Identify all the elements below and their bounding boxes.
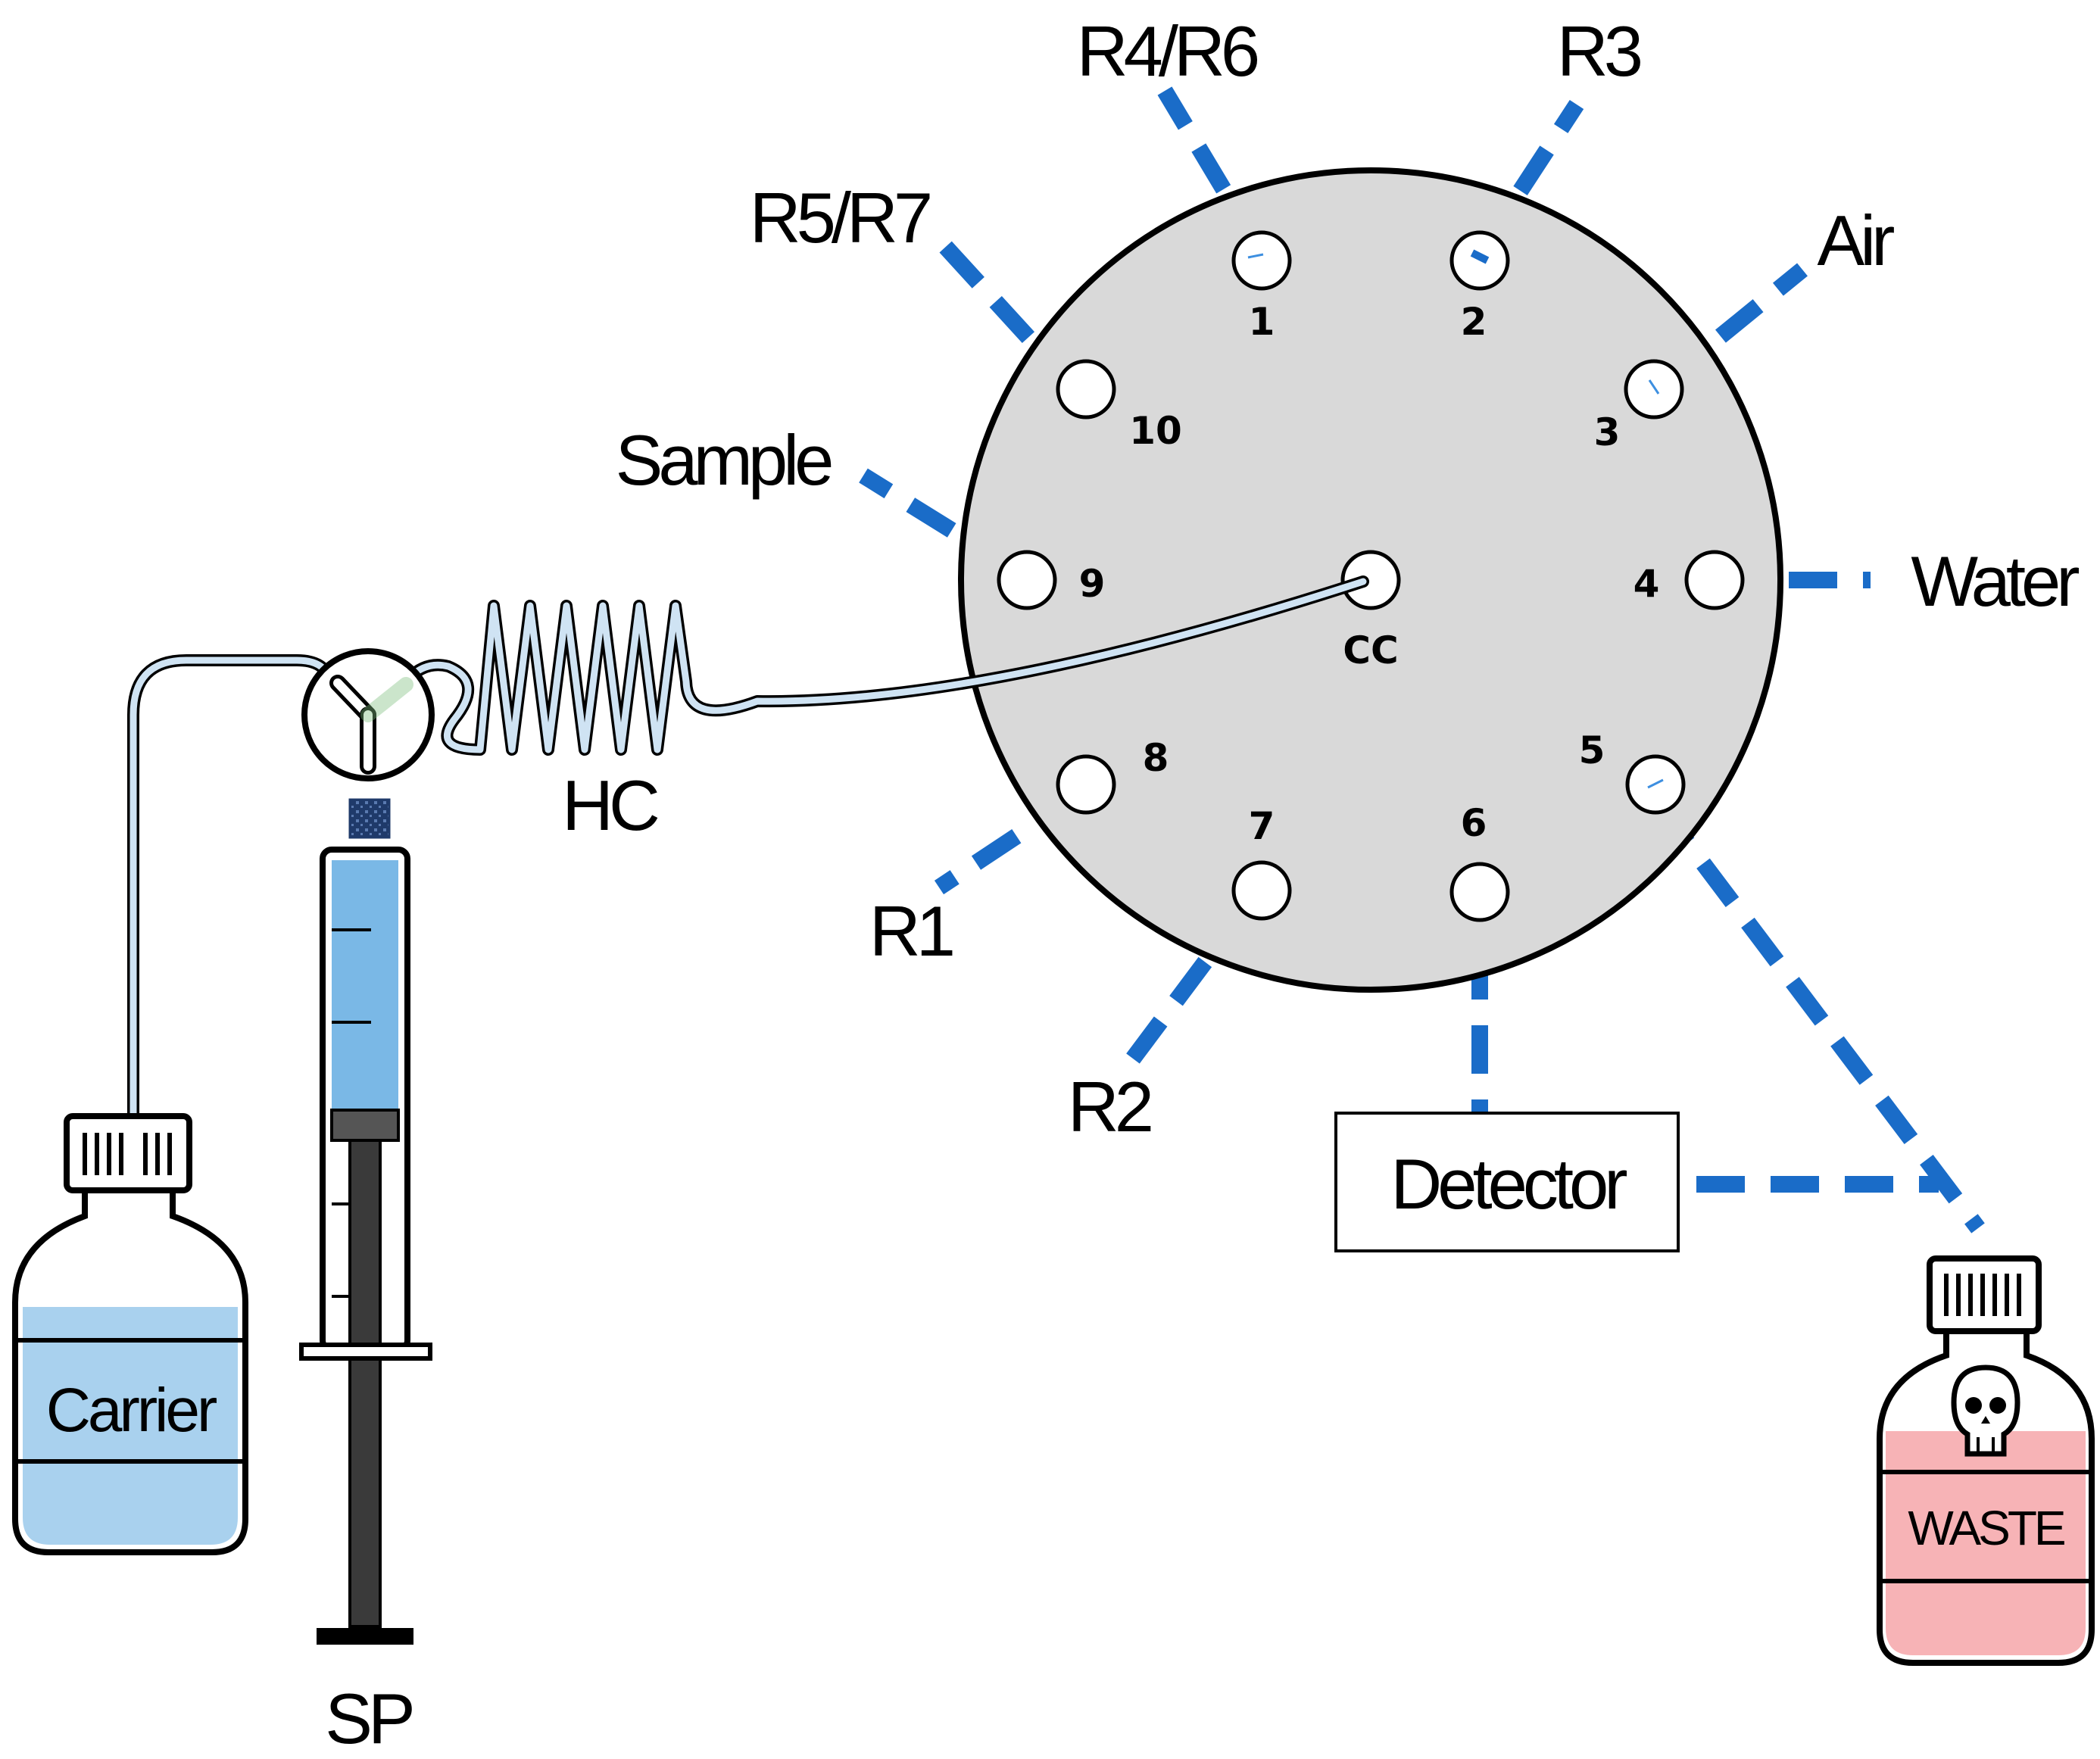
carrier-label: Carrier xyxy=(46,1376,217,1445)
port-2 xyxy=(1449,230,1510,291)
reagent-label-port-2: R3 xyxy=(1557,11,1641,91)
reagent-labels: R4/R6 R3 Air Water R2 R1 Sample R5/R7 xyxy=(616,11,2084,1146)
port-10 xyxy=(1056,359,1116,419)
syringe-liquid xyxy=(332,860,398,1110)
port-8 xyxy=(1056,754,1116,815)
tubing xyxy=(127,575,1369,1389)
waste-label: WASTE xyxy=(1908,1501,2064,1555)
three-way-valve xyxy=(301,648,435,781)
port-number-1: 1 xyxy=(1249,300,1275,344)
port-number-4: 4 xyxy=(1634,562,1660,606)
reagent-label-port-7: R2 xyxy=(1068,1067,1151,1146)
reagent-label-port-10: R5/R7 xyxy=(750,178,930,257)
syringe-pump xyxy=(299,798,432,1645)
waste-liquid xyxy=(1886,1431,2086,1655)
waste-bottle: WASTE xyxy=(1877,1255,2095,1666)
port-number-2: 2 xyxy=(1461,300,1487,344)
reagent-label-port-1: R4/R6 xyxy=(1077,11,1258,91)
center-port-label: CC xyxy=(1343,628,1398,672)
syringe-flange xyxy=(299,1343,432,1361)
port-5 xyxy=(1625,754,1686,815)
central-port xyxy=(1340,550,1401,610)
reagent-label-port-9: Sample xyxy=(616,420,832,500)
syringe-plunger-head xyxy=(330,1109,400,1142)
reagent-label-port-4: Water xyxy=(1911,541,2079,621)
selection-valve: 1 2 3 4 5 6 7 8 9 10 CC xyxy=(958,167,1783,993)
syringe-pump-label: SP xyxy=(325,1679,412,1758)
carrier-liquid xyxy=(23,1307,238,1545)
port-number-6: 6 xyxy=(1461,801,1487,845)
syringe-base xyxy=(317,1628,413,1645)
port-number-3: 3 xyxy=(1594,410,1621,454)
syringe-plunger-rod xyxy=(348,1139,382,1628)
port-number-5: 5 xyxy=(1579,728,1605,772)
port-number-7: 7 xyxy=(1249,804,1275,848)
port-6 xyxy=(1449,862,1510,922)
port-1 xyxy=(1231,230,1292,291)
port-4 xyxy=(1684,550,1745,610)
carrier-bottle: Carrier xyxy=(12,1113,248,1555)
syringe-tip xyxy=(348,798,391,839)
port-number-9: 9 xyxy=(1079,562,1106,606)
port-3 xyxy=(1624,359,1684,419)
port-number-10: 10 xyxy=(1129,409,1182,453)
port-7 xyxy=(1231,860,1292,921)
detector-label: Detector xyxy=(1390,1144,1627,1224)
detector-box xyxy=(1334,1112,1680,1252)
port-number-8: 8 xyxy=(1143,736,1169,780)
line-port-5 xyxy=(1652,799,1985,1233)
skull-icon xyxy=(1951,1364,2020,1457)
detector: Detector xyxy=(1334,1112,1680,1252)
holding-coil-label: HC xyxy=(562,766,658,845)
reagent-label-port-8: R1 xyxy=(869,891,953,971)
port-9 xyxy=(997,550,1057,610)
reagent-label-port-3: Air xyxy=(1818,201,1895,280)
